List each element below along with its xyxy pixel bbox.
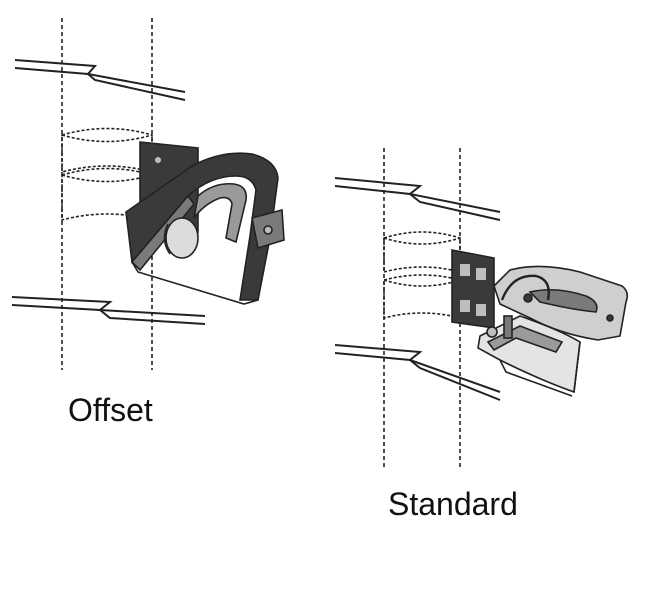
offset-assembly xyxy=(11,18,285,370)
offset-caption: Offset xyxy=(68,392,153,428)
standard-gate-latch-icon xyxy=(451,249,629,397)
standard-caption: Standard xyxy=(388,486,518,522)
standard-bottom-rail-icon xyxy=(334,344,501,401)
offset-top-rail-icon xyxy=(14,59,186,101)
offset-bottom-rail-icon xyxy=(11,296,206,325)
standard-top-rail-icon xyxy=(334,177,501,221)
standard-clamp-bands xyxy=(383,231,461,320)
offset-gate-latch-icon xyxy=(125,141,285,305)
offset-post xyxy=(61,18,153,370)
standard-assembly xyxy=(334,148,629,470)
